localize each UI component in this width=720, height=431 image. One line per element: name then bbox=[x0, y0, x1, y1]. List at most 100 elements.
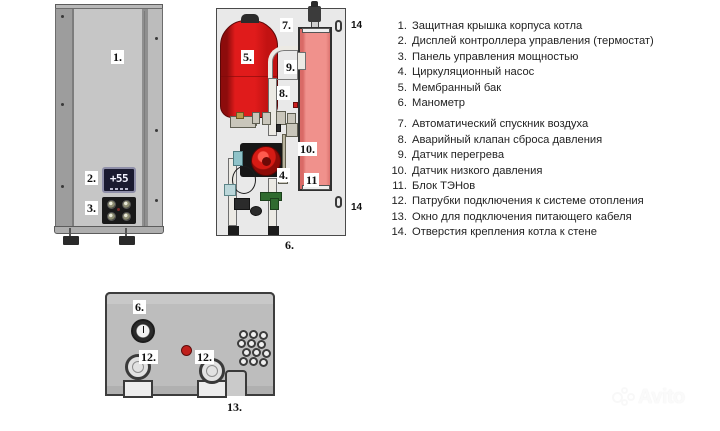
legend-item-6: 6. Манометр bbox=[386, 97, 712, 112]
callout-tank: 5. bbox=[241, 50, 254, 64]
legend-label: Циркуляционный насос bbox=[412, 66, 535, 79]
legend-item-4: 4. Циркуляционный насос bbox=[386, 66, 712, 81]
keypad-button[interactable] bbox=[107, 211, 116, 221]
manifold-fitting bbox=[262, 112, 271, 125]
legend-item-10: 10. Датчик низкого давления bbox=[386, 165, 712, 180]
controller-display: +55 bbox=[102, 167, 136, 193]
cover-screw bbox=[155, 199, 158, 202]
automatic-air-vent bbox=[308, 1, 321, 22]
cover-screw bbox=[61, 103, 64, 106]
boiler-front-view: +55 1. 2. 3. bbox=[54, 4, 167, 256]
cover-seam-left bbox=[73, 11, 74, 227]
pipe-bend bbox=[268, 46, 298, 80]
parts-legend: 1. Защитная крышка корпуса котла 2. Дисп… bbox=[386, 20, 712, 241]
legend-item-5: 5. Мембранный бак bbox=[386, 82, 712, 97]
legend-number: 4. bbox=[397, 66, 407, 79]
pipe-vertical-center bbox=[268, 78, 277, 136]
green-terminal bbox=[270, 198, 279, 210]
callout-wall-hole-bottom: 14 bbox=[351, 202, 363, 213]
legend-label: Манометр bbox=[412, 96, 465, 109]
legend-item-12: 12. Патрубки подключения к системе отопл… bbox=[386, 195, 712, 210]
legend-item-14: 14. Отверстия крепления котла к стене bbox=[386, 226, 712, 241]
tank-seam bbox=[221, 76, 277, 77]
boiler-internal-view: 5. 7. 8. 9. 10. 11 4. 6. 14 14 bbox=[216, 1, 362, 256]
legend-number: 12. bbox=[391, 195, 407, 208]
legend-number: 8. bbox=[397, 133, 407, 146]
wall-mount-hole-top bbox=[335, 20, 342, 32]
callout-display: 2. bbox=[85, 171, 98, 185]
legend-number: 7. bbox=[397, 118, 407, 131]
power-cable-window bbox=[225, 370, 247, 396]
indicator-dot bbox=[181, 345, 192, 356]
valve-body bbox=[276, 124, 281, 132]
legend-item-9: 9. Датчик перегрева bbox=[386, 149, 712, 164]
legend-number: 2. bbox=[397, 35, 407, 48]
legend-label: Отверстия крепления котла к стене bbox=[412, 226, 597, 239]
pipe-stub-center bbox=[268, 226, 279, 235]
cover-screw bbox=[155, 129, 158, 132]
boiler-front-cover bbox=[55, 8, 163, 230]
legend-label: Дисплей контроллера управления (термоста… bbox=[412, 35, 654, 48]
heating-port-left bbox=[125, 354, 151, 380]
mounting-foot bbox=[63, 228, 79, 245]
callout-cable-window: 13. bbox=[227, 400, 242, 414]
watermark-label: Avito bbox=[638, 385, 685, 408]
boiler-bottom-view: 6. 12. 12. 13. bbox=[105, 292, 277, 414]
display-indicator-pips bbox=[104, 188, 134, 190]
callout-port-right: 12. bbox=[195, 350, 214, 364]
legend-number: 9. bbox=[397, 149, 407, 162]
legend-item-8: 8. Аварийный клапан сброса давления bbox=[386, 134, 712, 149]
callout-bottom-manometer: 6. bbox=[133, 300, 146, 314]
legend-item-7: 7. Автоматический спускник воздуха bbox=[386, 118, 712, 133]
legend-label: Блок ТЭНов bbox=[412, 179, 476, 192]
wiring-loop bbox=[232, 166, 256, 194]
brass-fitting bbox=[236, 112, 244, 119]
legend-label: Аварийный клапан сброса давления bbox=[412, 133, 603, 146]
tank-cap bbox=[241, 14, 259, 23]
lower-fitting bbox=[234, 198, 250, 210]
legend-item-3: 3. Панель управления мощностью bbox=[386, 51, 712, 66]
heater-flange-top bbox=[302, 28, 330, 33]
legend-number: 11. bbox=[392, 179, 407, 192]
cable-grommet-cluster bbox=[237, 330, 273, 368]
legend-label: Окно для подключения питающего кабеля bbox=[412, 210, 632, 223]
callout-pump: 4. bbox=[277, 168, 290, 182]
legend-label: Датчик низкого давления bbox=[412, 164, 543, 177]
pump-terminal-box bbox=[233, 151, 243, 166]
avito-watermark: Avito bbox=[612, 383, 712, 411]
callout-heater-block: 11 bbox=[304, 173, 320, 187]
callout-wall-hole-top: 14 bbox=[351, 20, 363, 31]
legend-item-2: 2. Дисплей контроллера управления (термо… bbox=[386, 35, 712, 50]
pressure-relief-valve bbox=[293, 102, 298, 108]
manifold-fitting bbox=[252, 112, 260, 124]
legend-number: 10. bbox=[391, 164, 407, 177]
legend-label: Мембранный бак bbox=[412, 81, 502, 94]
cover-seam-right bbox=[144, 11, 145, 227]
legend-number: 14. bbox=[391, 226, 407, 239]
legend-number: 3. bbox=[397, 50, 407, 63]
cover-screw bbox=[61, 185, 64, 188]
port-base-left bbox=[123, 380, 153, 398]
wall-mount-hole-bottom bbox=[335, 196, 342, 208]
keypad-button[interactable] bbox=[122, 200, 131, 210]
keypad-led bbox=[117, 208, 120, 211]
legend-number: 1. bbox=[397, 20, 407, 32]
callout-overheat-sensor: 9. bbox=[284, 60, 297, 74]
sight-fitting bbox=[224, 184, 236, 196]
pipe-stub-left bbox=[228, 226, 239, 235]
manifold-fitting bbox=[286, 123, 298, 137]
legend-number: 13. bbox=[391, 210, 407, 223]
manometer-gauge bbox=[131, 319, 155, 343]
legend-number: 6. bbox=[397, 96, 407, 109]
power-control-keypad[interactable] bbox=[102, 197, 136, 224]
callout-air-vent: 7. bbox=[280, 18, 293, 32]
keypad-button[interactable] bbox=[122, 211, 131, 221]
legend-label: Патрубки подключения к системе отопления bbox=[412, 195, 644, 208]
pump-rotor bbox=[251, 146, 281, 176]
avito-logo-icon bbox=[612, 387, 635, 407]
cover-screw bbox=[155, 37, 158, 40]
legend-label: Автоматический спускник воздуха bbox=[412, 118, 589, 131]
legend-item-1: 1. Защитная крышка корпуса котла bbox=[386, 20, 712, 35]
keypad-button[interactable] bbox=[107, 200, 116, 210]
